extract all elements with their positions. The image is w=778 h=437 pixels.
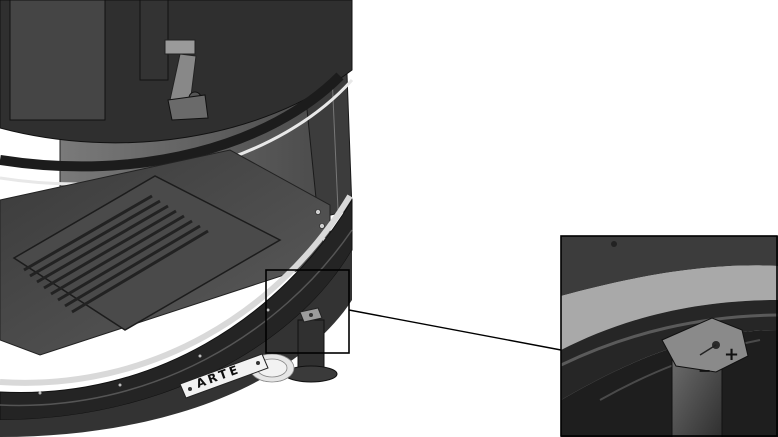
plus-symbol: + bbox=[724, 344, 739, 365]
support-leg bbox=[297, 319, 325, 373]
callout-box bbox=[265, 269, 350, 354]
leader-line bbox=[348, 309, 562, 351]
detail-inset: + − bbox=[561, 236, 778, 437]
stove-body: ARTE bbox=[0, 0, 354, 437]
flue-block bbox=[9, 0, 106, 121]
grate-panel bbox=[12, 175, 282, 331]
door-latch-mechanism bbox=[164, 39, 209, 121]
minus-symbol: − bbox=[698, 361, 711, 380]
lower-rim bbox=[0, 198, 353, 421]
detail-frame bbox=[560, 235, 778, 437]
height-adjust-bracket bbox=[661, 317, 749, 373]
